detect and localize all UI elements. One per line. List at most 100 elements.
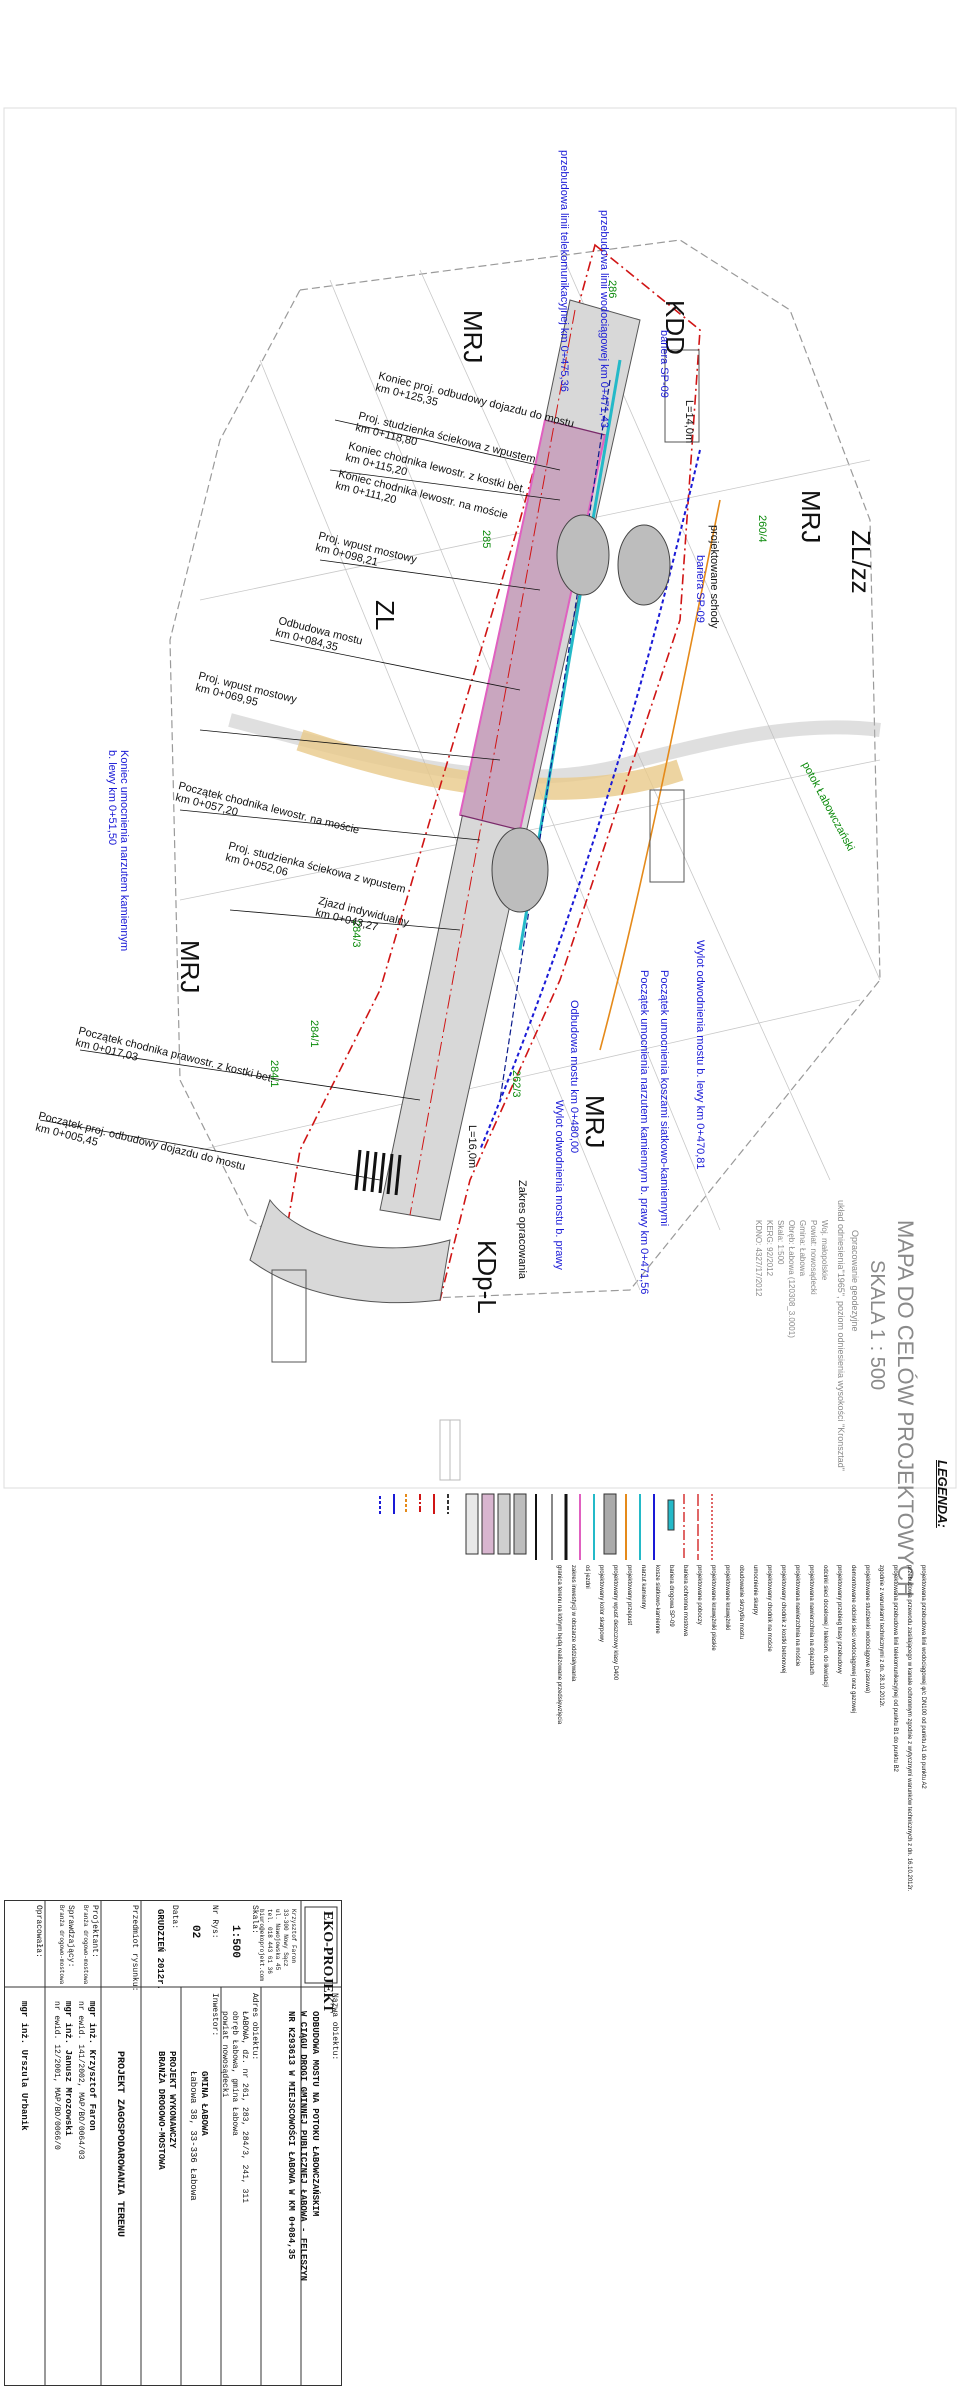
- zone-label-mrj-4: MRJ: [580, 1095, 610, 1149]
- annotation-barrier-2: bariera SP-09: [694, 555, 706, 623]
- legend-item: przebudowa przewodu zasilającego w kanal…: [906, 1565, 912, 1892]
- annotation-telecom-rebuild: przebudowa linii telekomunikacyjnej km 0…: [558, 150, 570, 392]
- title-block-grid: [5, 1901, 341, 2385]
- legend-item: zakres inwestycji w obszarze oddziaływan…: [570, 1565, 576, 1682]
- object-address-label: Adres obiektu:: [250, 1993, 259, 2061]
- parcel-260-4: 260/4: [756, 515, 768, 543]
- legend-item: projektowany wpust deszczowy klasy D400: [612, 1565, 618, 1681]
- coord-box-2: [649, 789, 685, 883]
- zone-label-mrj-3: MRJ: [175, 940, 205, 994]
- legend-item: projektowana nawierzchnia na moście: [794, 1565, 800, 1667]
- annotation-bridge-km: Odbudowa mostu km 0+480,00: [568, 1000, 580, 1154]
- legend-item: projektowany chodnik na moście: [766, 1565, 772, 1652]
- legend-item: kosze siatkowo-kamienne: [654, 1565, 660, 1634]
- code-kdp-l: KDp-L: [472, 1240, 502, 1314]
- checker-branch: Branża drogowo-mostowa: [58, 1905, 65, 1985]
- legend-item: odcinki sieci docelowej / telekom. do li…: [822, 1565, 828, 1688]
- checker-license: nr ewid. 12/2001, MAP/BO/0066/0: [52, 2001, 61, 2150]
- checker-label: Sprawdzający:: [66, 1905, 75, 1968]
- author-label: Opracowała:: [34, 1905, 43, 1958]
- annotation-barrier-1: bariera SP-09: [658, 330, 670, 398]
- legend-item: projektowany przepust: [626, 1565, 632, 1626]
- legend-item: umocnienie skarpy: [752, 1565, 758, 1616]
- water-line: [479, 449, 701, 1151]
- legend-item: projektowane poboczy: [696, 1565, 702, 1625]
- designer-license: nr ewid. 141/2002, MAP/BO/0064/03: [76, 2001, 85, 2160]
- map-scale: SKALA 1 : 500: [866, 1260, 888, 1391]
- legend-item: narzut kamienny: [640, 1565, 646, 1610]
- legend-item: bariera drogowa SP-09: [668, 1565, 674, 1627]
- map-subtitle: układ odniesienia"1965", poziom odniesie…: [836, 1200, 846, 1471]
- zone-label-zlzz: ZL/zz: [846, 530, 876, 594]
- parcel-262-3: 262/3: [510, 1070, 522, 1098]
- legend-item: projektowany kolor skarpowy: [598, 1565, 604, 1643]
- parcel-284-1: 284/1: [308, 1020, 320, 1048]
- legend-item: projektowana przebudowa linii telekomuni…: [892, 1565, 898, 1772]
- subject-label: Przedmiot rysunku:: [130, 1905, 139, 1992]
- bridge-barrier-right: [519, 434, 606, 831]
- legend-symbols: [379, 1493, 713, 1560]
- gabion-upstream-right: [617, 524, 671, 606]
- annotation-riprap-start: Początek umocnienia narzutem kamiennym b…: [638, 970, 650, 1295]
- legend-item: zgodnie z warunkami technicznymi z dn. 2…: [878, 1565, 884, 1708]
- annotation-gabion-start: Początek umocnienia koszami siatkowo-kam…: [658, 970, 670, 1227]
- parcel-285: 285: [480, 530, 492, 549]
- gabion-downstream: [491, 827, 549, 913]
- drawing-number: 02: [189, 1925, 201, 1939]
- legend-item: projektowana nawierzchnia na dojazdach: [808, 1565, 814, 1675]
- legend-list: projektowana przebudowa linii wodociągow…: [552, 1565, 930, 1891]
- legend-item: projektowane studzienki wodociągowe (zas…: [864, 1565, 870, 1694]
- bridge-barrier-left: [459, 419, 546, 816]
- designer-label: Projektant:: [90, 1905, 99, 1958]
- object-address: ŁABOWA, dz. nr 261, 283, 284/3, 241, 311…: [220, 2011, 249, 2204]
- legend-item: projektowane krawężniki płaskie: [710, 1565, 716, 1651]
- legend-item: projektowana przebudowa linii wodociągow…: [920, 1565, 926, 1789]
- legend-item: projektowany przebieg trasy przebudowy: [836, 1565, 842, 1674]
- legend-item: oś jezdni: [584, 1565, 590, 1589]
- drawing-subject: PROJEKT ZAGOSPODAROWANIA TERENU: [114, 2051, 125, 2238]
- gabion-upstream: [556, 514, 610, 596]
- road-axis: [409, 309, 576, 1216]
- annotation-barrier-length-1: L=14,0m: [683, 400, 695, 444]
- annotation-water-rebuild: przebudowa linii wodociągowej km 0+471,4…: [598, 210, 610, 428]
- pedestrian-crossing: [354, 1149, 402, 1196]
- scale-label: Skala:: [250, 1905, 259, 1934]
- designer-branch: Branża drogowo-mostowa: [82, 1905, 89, 1985]
- annotation-scope: Zakres opracowania: [516, 1180, 528, 1280]
- legend-item: bariera ochronna mostowa: [682, 1565, 688, 1637]
- map-subtitle-2: Opracowanie geodezyjne: [850, 1230, 860, 1332]
- legend-item: projektowany chodnik z kostki betonowej: [780, 1565, 786, 1674]
- telecom-line: [599, 499, 721, 1051]
- checker-name: mgr inż. Janusz Mrozowski: [63, 2001, 73, 2137]
- designer-name: mgr inż. Krzysztof Faron: [87, 2001, 97, 2131]
- sheet-frame: [3, 107, 957, 1489]
- zone-label-mrj-1: MRJ: [458, 310, 488, 364]
- date-value: GRUDZIEŃ 2012r.: [155, 1909, 165, 1991]
- zone-label-mrj-2: MRJ: [796, 490, 826, 544]
- annotation-stairs: projektowane schody: [708, 525, 720, 629]
- map-title: MAPA DO CELÓW PROJEKTOWYCH: [893, 1220, 918, 1597]
- legend-item: demontowane odcinki sieci wodociągowej o…: [850, 1565, 856, 1714]
- annotation-outlet-right: Wylot odwodnienia mostu b. prawy: [553, 1100, 565, 1270]
- investor-label: Inwestor:: [210, 1993, 219, 2037]
- junction-surface: [249, 1198, 451, 1304]
- coord-box-3: [271, 1269, 307, 1363]
- leader-lines: [39, 419, 561, 1181]
- legend-item: obudowanie skrzydła mostu: [738, 1565, 744, 1640]
- author-name: mgr inż. Urszula Urbanik: [19, 2001, 29, 2131]
- legend-item: projektowane krawężniki: [724, 1565, 730, 1631]
- survey-boundary: [169, 239, 881, 1301]
- object-name-label: Nazwa obiektu:: [330, 1993, 339, 2061]
- scale-value: 1:500: [229, 1925, 241, 1959]
- zone-label-zl: ZL: [370, 600, 400, 631]
- annotation-barrier-length-2: L=16,0m: [466, 1125, 478, 1169]
